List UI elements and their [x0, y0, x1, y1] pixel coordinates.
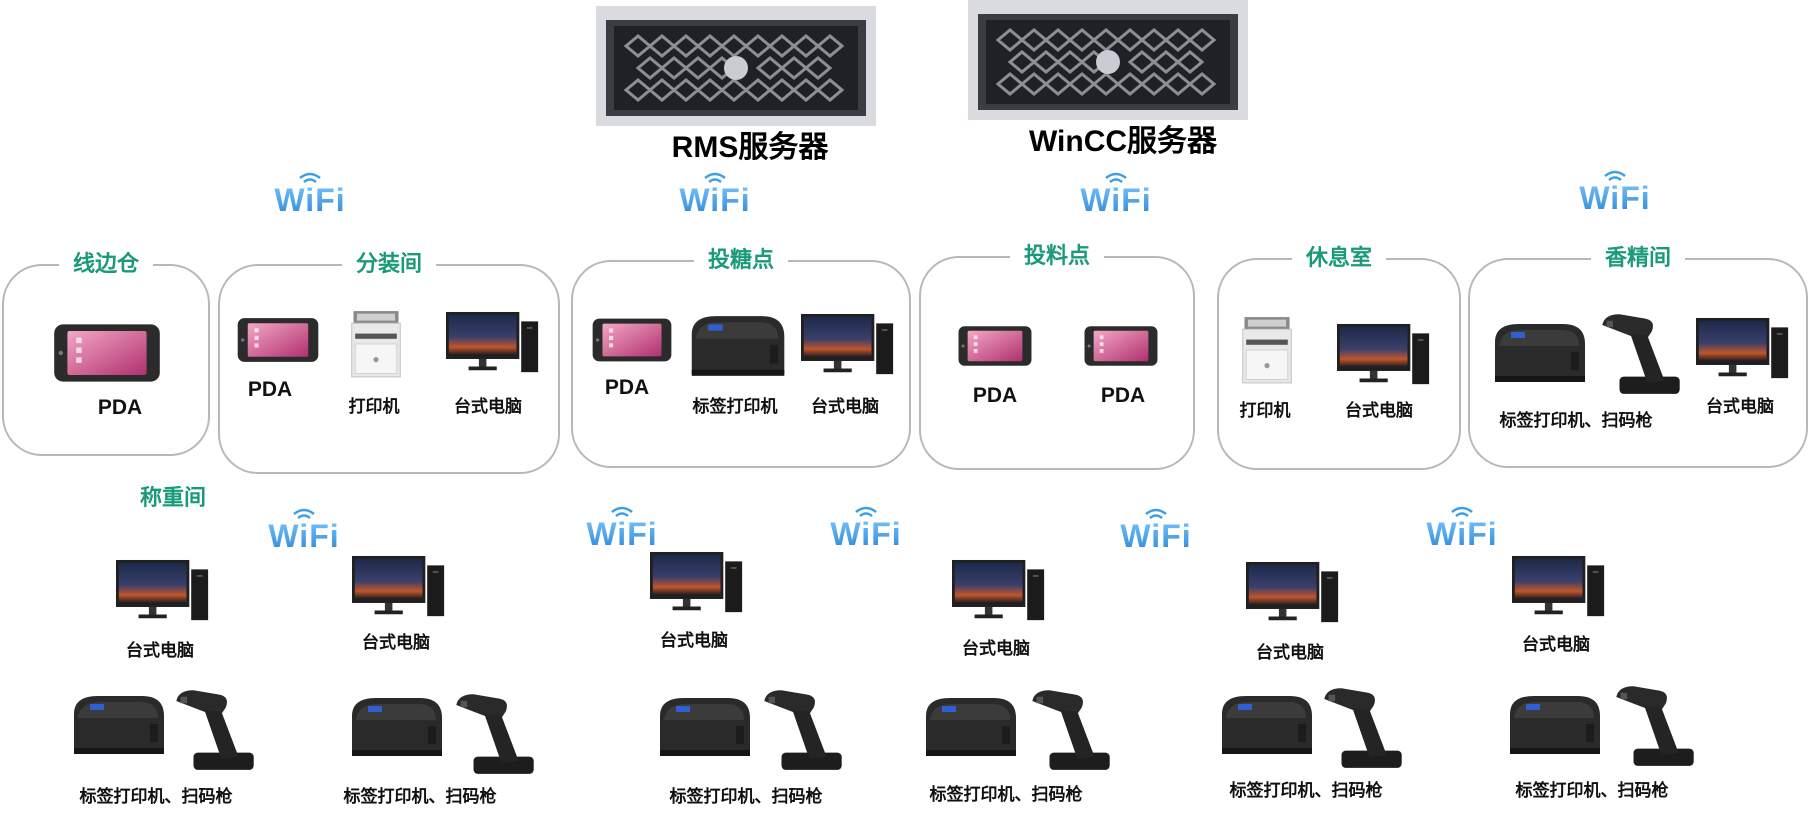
- label-printer-icon: [685, 310, 789, 382]
- label-printer-icon: [1502, 690, 1606, 760]
- desktop-pc-icon: [116, 558, 210, 624]
- zone-flavor-room: 香精间 标签打印机、扫码枪 台式电脑: [1468, 240, 1808, 468]
- pda-icon: [1083, 322, 1159, 370]
- barcode-scanner-icon: [1610, 682, 1700, 768]
- device-label: PDA: [972, 384, 1018, 407]
- wifi-icon: [270, 168, 350, 214]
- printer-icon: [350, 308, 402, 380]
- desktop-pc-icon: [1512, 554, 1606, 620]
- zone-line-warehouse: 线边仓 PDA: [2, 246, 210, 456]
- pda-icon: [236, 314, 320, 366]
- rms-server-image: [596, 6, 876, 126]
- weighing-room-title: 称重间: [140, 485, 207, 510]
- label-printer-icon: [918, 692, 1022, 762]
- wifi-icon: [675, 168, 755, 214]
- wifi-icon: [1116, 504, 1196, 550]
- pda-icon: [52, 320, 162, 386]
- barcode-scanner-icon: [758, 686, 848, 772]
- label-printer-icon: [1214, 690, 1318, 760]
- station-label-scan: 标签打印机、扫码枪: [669, 787, 823, 806]
- desktop-pc-icon: [352, 554, 446, 620]
- barcode-scanner-icon: [1598, 310, 1684, 396]
- wifi-icon: [1076, 168, 1156, 214]
- station-pc-label: 台式电脑: [362, 633, 430, 652]
- zone-title: 投糖点: [693, 242, 789, 278]
- device-label: 台式电脑: [1345, 401, 1413, 420]
- device-label: 台式电脑: [1706, 397, 1774, 416]
- station-pc-label: 台式电脑: [1522, 635, 1590, 654]
- label-printer-icon: [66, 690, 170, 760]
- station-label-scan: 标签打印机、扫码枪: [1515, 781, 1669, 800]
- station-label-scan: 标签打印机、扫码枪: [1229, 781, 1383, 800]
- station-pc-label: 台式电脑: [660, 631, 728, 650]
- station-label-scan: 标签打印机、扫码枪: [79, 787, 233, 806]
- device-label: PDA: [247, 378, 293, 401]
- zone-title: 投料点: [1009, 238, 1105, 274]
- desktop-pc-icon: [801, 312, 895, 378]
- station-pc-label: 台式电脑: [962, 639, 1030, 658]
- device-label: 标签打印机、扫码枪: [1499, 411, 1653, 430]
- station-label-scan: 标签打印机、扫码枪: [929, 785, 1083, 804]
- zone-title: 分装间: [341, 246, 437, 282]
- desktop-pc-icon: [1337, 322, 1431, 388]
- device-label: PDA: [604, 376, 650, 399]
- label-printer-icon: [344, 692, 448, 762]
- wifi-icon: [264, 504, 344, 550]
- label-printer-icon: [652, 692, 756, 762]
- wifi-icon: [1422, 502, 1502, 548]
- wincc-server-image: [968, 0, 1248, 120]
- wifi-icon: [582, 502, 662, 548]
- barcode-scanner-icon: [450, 690, 540, 776]
- zone-title: 休息室: [1291, 240, 1387, 276]
- zone-packing: 分装间 PDA 打印机 台式电脑: [218, 246, 560, 474]
- station-pc-label: 台式电脑: [1256, 643, 1324, 662]
- label-printer-icon: [1488, 318, 1590, 388]
- desktop-pc-icon: [1246, 560, 1340, 626]
- barcode-scanner-icon: [1026, 686, 1116, 772]
- station-pc-label: 台式电脑: [126, 641, 194, 660]
- zone-sugar-feeding: 投糖点 PDA 标签打印机 台式电脑: [571, 242, 911, 468]
- device-label: 标签打印机: [692, 397, 778, 416]
- device-label: 打印机: [348, 397, 400, 416]
- device-label: 打印机: [1239, 401, 1291, 420]
- station-label-scan: 标签打印机、扫码枪: [343, 787, 497, 806]
- device-label: PDA: [97, 396, 143, 419]
- wifi-icon: [826, 502, 906, 548]
- pda-icon: [591, 314, 673, 366]
- desktop-pc-icon: [1696, 316, 1790, 382]
- pda-icon: [957, 322, 1033, 370]
- device-label: PDA: [1100, 384, 1146, 407]
- rms-server-label: RMS服务器: [671, 131, 829, 164]
- barcode-scanner-icon: [170, 686, 260, 772]
- printer-icon: [1241, 314, 1293, 386]
- zone-title: 线边仓: [58, 246, 154, 282]
- zone-material-feeding: 投料点 PDA PDA: [919, 238, 1195, 470]
- desktop-pc-icon: [952, 558, 1046, 624]
- desktop-pc-icon: [446, 310, 540, 376]
- zone-break-room: 休息室 打印机 台式电脑: [1217, 240, 1461, 470]
- wifi-icon: [1575, 166, 1655, 212]
- device-label: 台式电脑: [454, 397, 522, 416]
- wincc-server-label: WinCC服务器: [1028, 125, 1218, 158]
- barcode-scanner-icon: [1318, 684, 1408, 770]
- device-label: 台式电脑: [811, 397, 879, 416]
- desktop-pc-icon: [650, 550, 744, 616]
- zone-title: 香精间: [1590, 240, 1686, 276]
